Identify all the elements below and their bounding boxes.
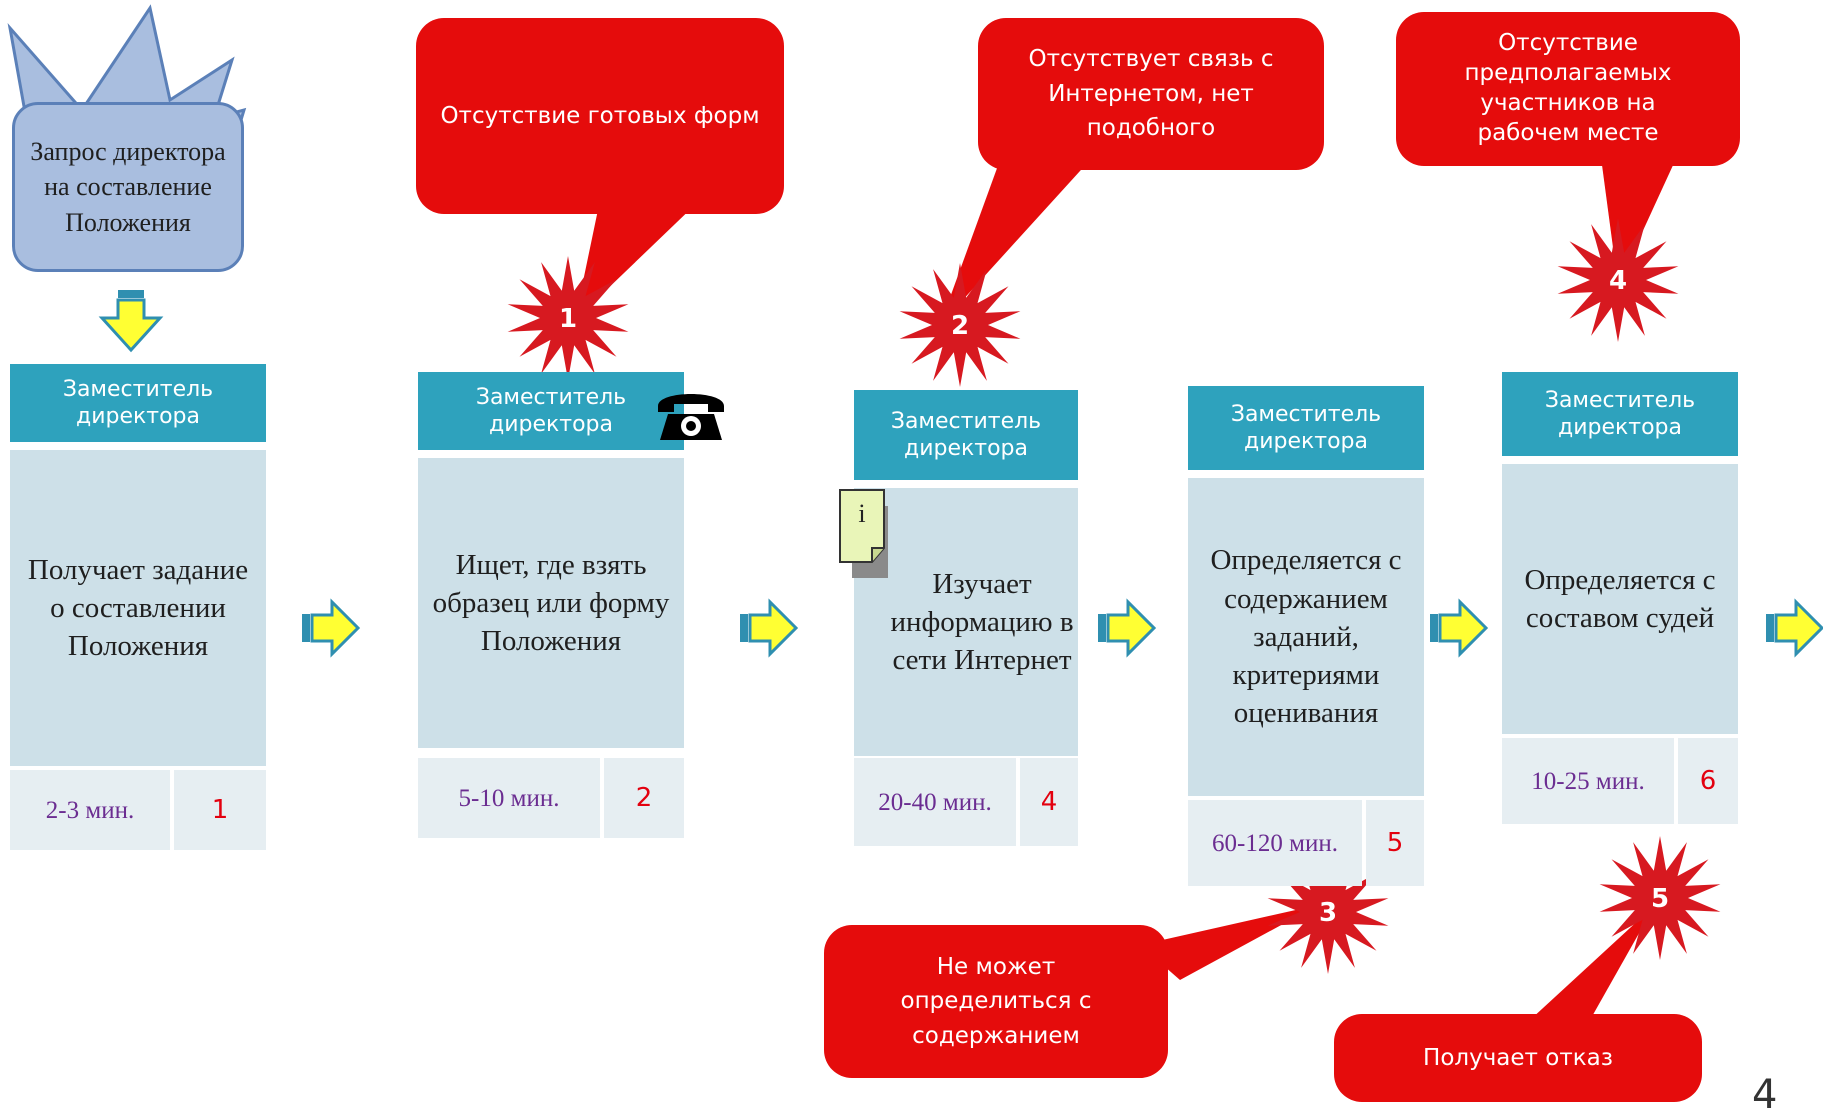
request-box: Запрос директора на составление Положени…: [12, 102, 244, 272]
card-time: 60-120 мин.: [1188, 800, 1362, 886]
process-card-5: Заместитель директора Определяется с сос…: [1502, 372, 1738, 824]
right-arrow-icon: [740, 598, 799, 658]
card-number: 4: [1020, 758, 1078, 846]
card-header: Заместитель директора: [1188, 386, 1424, 470]
process-card-2: Заместитель директора Ищет, где взять об…: [418, 372, 684, 838]
card-body: Получает задание о составлении Положения: [10, 450, 266, 766]
problem-callout-4: Отсутствие предполагаемых участников на …: [1396, 12, 1740, 166]
card-number: 1: [174, 770, 266, 850]
problem-star-number: 5: [1651, 884, 1669, 914]
card-header: Заместитель директора: [1502, 372, 1738, 456]
card-number: 6: [1678, 738, 1738, 824]
problem-star-2: 2: [899, 263, 1021, 387]
process-card-3: Заместитель директора Изучает информацию…: [854, 390, 1078, 846]
card-time: 20-40 мин.: [854, 758, 1016, 846]
problem-star-number: 4: [1609, 266, 1627, 296]
slide-number: 4: [1752, 1072, 1778, 1118]
card-body: Изучает информацию в сети Интернет: [854, 488, 1078, 756]
card-body: Ищет, где взять образец или форму Положе…: [418, 458, 684, 748]
problem-5-text: Получает отказ: [1423, 1044, 1613, 1071]
problem-4-text: Отсутствие предполагаемых участников на …: [1464, 30, 1672, 146]
problem-star-number: 2: [951, 311, 969, 341]
problem-3-text: Не может определиться с содержанием: [900, 953, 1092, 1049]
card-number: 5: [1366, 800, 1424, 886]
card-header: Заместитель директора: [10, 364, 266, 442]
problem-2-text: Отсутствует связь с Интернетом, нет подо…: [1028, 46, 1274, 142]
problem-star-3: 3: [1267, 850, 1389, 974]
bubble-tail-5: [1530, 905, 1655, 1020]
svg-text:i: i: [858, 499, 865, 528]
problem-star-number: 1: [559, 304, 577, 334]
right-arrow-icon: [302, 598, 361, 658]
card-header: Заместитель директора: [854, 390, 1078, 480]
telephone-icon: [658, 394, 724, 440]
card-time: 10-25 мин.: [1502, 738, 1674, 824]
card-body: Определяется с составом судей: [1502, 464, 1738, 734]
right-arrow-icon: [1430, 598, 1489, 658]
info-document-icon: i: [839, 489, 888, 578]
problem-star-5: 5: [1599, 836, 1721, 960]
right-arrow-icon: [1766, 598, 1823, 658]
right-arrow-icon: [1098, 598, 1157, 658]
problem-callout-5: Получает отказ: [1334, 1014, 1702, 1102]
card-body: Определяется с содержанием заданий, крит…: [1188, 478, 1424, 796]
problem-star-number: 3: [1319, 898, 1337, 928]
problem-star-1: 1: [507, 256, 629, 380]
down-arrow-icon: [98, 290, 164, 353]
request-text: Запрос директора на составление Положени…: [30, 137, 226, 237]
card-time: 2-3 мин.: [10, 770, 170, 850]
problem-1-text: Отсутствие готовых форм: [440, 102, 760, 129]
card-time: 5-10 мин.: [418, 758, 600, 838]
card-number: 2: [604, 758, 684, 838]
problem-callout-1: Отсутствие готовых форм: [416, 18, 784, 214]
process-card-1: Заместитель директора Получает задание о…: [10, 364, 266, 850]
card-header: Заместитель директора: [418, 372, 684, 450]
problem-callout-2: Отсутствует связь с Интернетом, нет подо…: [978, 18, 1324, 170]
problem-callout-3: Не может определиться с содержанием: [824, 925, 1168, 1078]
process-card-4: Заместитель директора Определяется с сод…: [1188, 386, 1424, 886]
problem-star-4: 4: [1557, 218, 1679, 342]
